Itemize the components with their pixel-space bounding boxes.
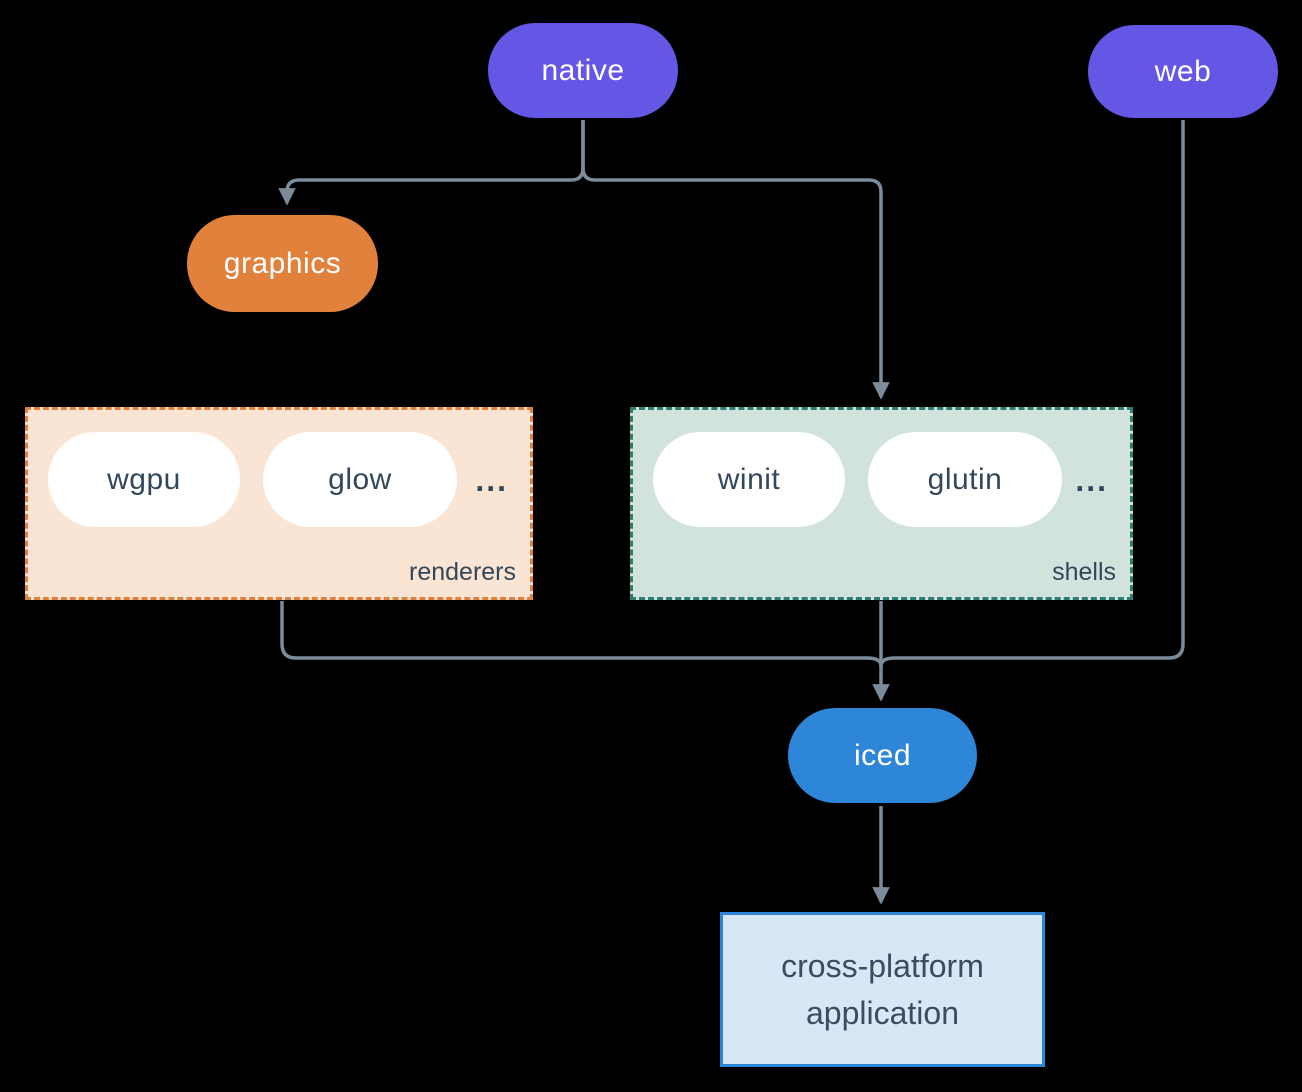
node-glow: glow: [263, 432, 457, 527]
node-wgpu: wgpu: [48, 432, 240, 527]
group-renderers: wgpu glow ... renderers: [25, 407, 533, 600]
node-wgpu-label: wgpu: [107, 462, 181, 496]
node-glutin-label: glutin: [927, 462, 1003, 496]
app-label-line1: cross-platform: [781, 948, 984, 985]
node-iced: iced: [788, 708, 977, 803]
renderers-group-label: renderers: [409, 558, 516, 586]
node-glow-label: glow: [328, 462, 392, 496]
node-graphics-label: graphics: [223, 246, 342, 280]
app-label-line2: application: [806, 994, 959, 1031]
node-native: native: [488, 23, 678, 118]
edge-native-to-graphics: [278, 120, 585, 206]
edge-native-to-shells: [581, 120, 890, 400]
node-cross-platform-application: cross-platform application: [720, 912, 1045, 1067]
group-shells: winit glutin ... shells: [630, 407, 1133, 600]
node-web-label: web: [1154, 54, 1212, 88]
renderers-ellipsis: ...: [475, 462, 508, 498]
edge-renderers-to-iced: [280, 601, 883, 667]
node-web: web: [1088, 25, 1278, 118]
node-winit: winit: [653, 432, 845, 527]
node-graphics: graphics: [187, 215, 378, 312]
node-iced-label: iced: [853, 738, 912, 772]
node-winit-label: winit: [717, 462, 781, 496]
node-native-label: native: [541, 53, 625, 87]
shells-ellipsis: ...: [1075, 462, 1108, 498]
node-glutin: glutin: [868, 432, 1062, 527]
shells-group-label: shells: [1052, 558, 1116, 586]
